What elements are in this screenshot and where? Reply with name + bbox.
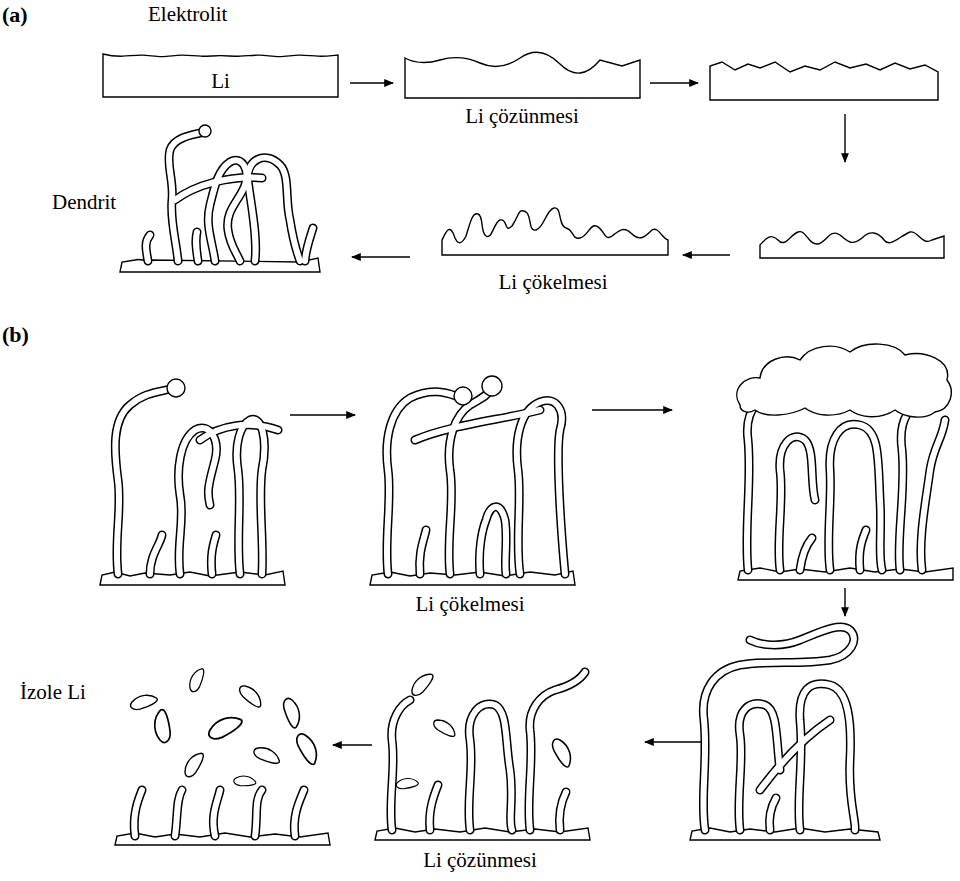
illustration-part [703, 627, 855, 830]
illustration-part [134, 790, 304, 836]
illustration-part [433, 716, 456, 742]
step-label: Li çökelmesi [498, 270, 607, 294]
illustration-part [277, 697, 305, 728]
step-label: Li çökelmesi [415, 592, 524, 616]
dendrite-tubes [115, 132, 945, 836]
illustration-part [208, 714, 242, 743]
panel-letter: (a) [2, 2, 28, 27]
illustration-part [233, 770, 257, 793]
electrode-box: Li [103, 50, 338, 97]
illustration-part [115, 389, 278, 574]
illustration-part [549, 738, 574, 767]
illustration-part [293, 733, 320, 765]
dendrite-bulbs [167, 125, 951, 417]
illustration-part [409, 674, 435, 696]
illustration-part [710, 62, 938, 100]
illustration-part [180, 752, 208, 777]
illustration-part [387, 390, 565, 574]
illustration-part [703, 627, 855, 830]
illustration-part [482, 376, 502, 396]
illustration-part [645, 741, 702, 742]
illustration-part [391, 672, 585, 830]
region-label: Elektrolit [148, 2, 227, 26]
illustration-part [844, 114, 845, 162]
illustration-part [454, 387, 472, 405]
illustration-part [167, 379, 185, 397]
illustration-part [100, 571, 285, 585]
illustration-part [146, 132, 313, 261]
illustration-part [147, 709, 180, 745]
illustration-part [350, 82, 393, 83]
illustration-part [290, 414, 355, 415]
illustration-part [650, 82, 698, 83]
illustration-part [442, 208, 668, 255]
illustration-part [747, 394, 945, 570]
illustration-part [592, 409, 672, 410]
illustration-part [405, 52, 640, 98]
illustration-part [352, 256, 410, 257]
electrode-panel [100, 52, 953, 845]
illustration-part [134, 790, 304, 836]
illustration-part [844, 588, 845, 616]
electrode-label: Li [103, 50, 338, 93]
illustration-part [130, 690, 158, 715]
illustration-part [395, 773, 419, 795]
illustration-part [391, 672, 585, 830]
illustration-part [115, 389, 278, 574]
isolated-lithium [130, 668, 574, 796]
step-arrows [290, 83, 845, 745]
illustration-part [253, 741, 281, 771]
part-label: İzole Li [20, 680, 86, 704]
illustration-part [370, 571, 575, 585]
illustration-part [239, 683, 261, 709]
step-label: Li çözünmesi [465, 104, 579, 128]
part-label: Dendrit [52, 190, 116, 214]
illustration-part [760, 232, 944, 258]
illustration-part [387, 390, 565, 574]
step-label: Li çözünmesi [423, 848, 537, 872]
illustration-part [184, 668, 211, 693]
illustration-part [737, 344, 951, 417]
illustration-part [683, 254, 730, 255]
illustration-part [747, 394, 945, 570]
panel-letter: (b) [2, 322, 29, 347]
illustration-part [333, 744, 372, 745]
illustration-part [146, 132, 313, 261]
illustration-part [199, 125, 211, 137]
